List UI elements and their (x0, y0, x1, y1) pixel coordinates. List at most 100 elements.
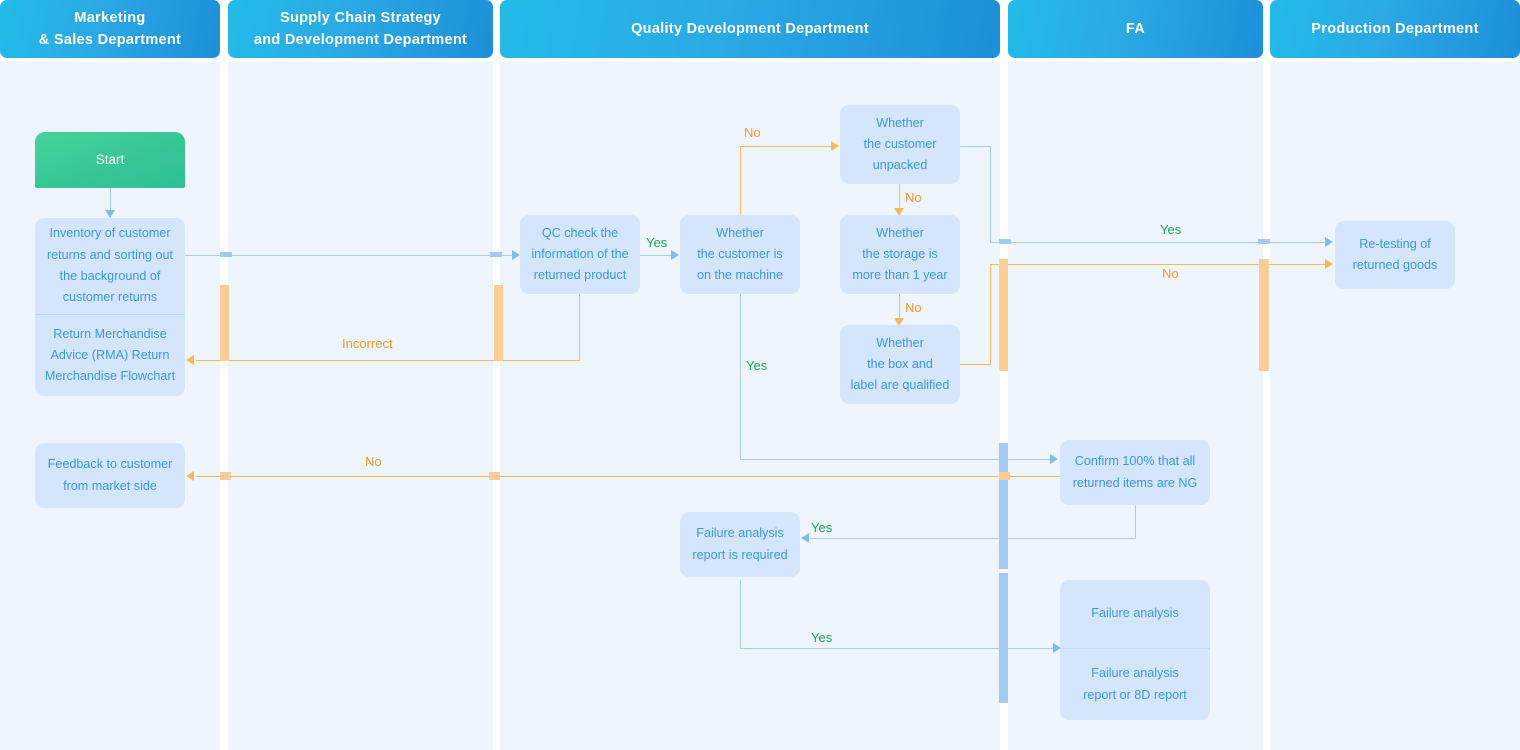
arrowhead-confirm-yes-to-fa-required (801, 533, 809, 543)
link-box-yes-right (959, 364, 990, 365)
node-label-line: from market side (63, 478, 157, 493)
node-whether-storage-more-than-1-year[interactable]: Whether the storage is more than 1 year (840, 215, 960, 294)
node-failure-analysis-group[interactable]: Failure analysis Failure analysis report… (1060, 580, 1210, 720)
lane-header-marketing[interactable]: Marketing & Sales Department (0, 0, 220, 58)
edge-label-fa-required-yes: Yes (811, 520, 833, 535)
lane-title-line: Quality Development Department (631, 21, 869, 37)
link-box-yes-up (990, 264, 991, 365)
lane-title-line: and Development Department (253, 32, 468, 48)
node-rma[interactable]: Return Merchandise Advice (RMA) Return M… (35, 314, 185, 396)
arrowhead-incorrect-to-rma (186, 355, 194, 365)
node-label-line: report or 8D report (1083, 687, 1187, 702)
node-start[interactable]: Start (35, 132, 185, 188)
node-label-line: unpacked (872, 158, 928, 173)
edge-label-machine-yes: Yes (746, 358, 768, 373)
link-qc-incorrect-left (196, 360, 580, 361)
lane-title-line: & Sales Department (38, 32, 182, 48)
lane-body-production (1270, 62, 1520, 750)
lane-header-production[interactable]: Production Department (1270, 0, 1520, 58)
node-label-line: Failure analysis (1091, 606, 1179, 621)
arrowhead-qc-to-machine (671, 250, 679, 260)
link-unpacked-no-down (899, 180, 900, 216)
link-no-to-feedback (196, 476, 1060, 477)
node-label-line: Whether (716, 225, 764, 240)
node-label-line: returned goods (1352, 258, 1438, 272)
arrowhead-storage-no (894, 318, 904, 326)
lane-title-line: Marketing (74, 10, 146, 26)
link-no-to-retest (990, 264, 1328, 265)
link-qc-to-machine (640, 255, 673, 256)
node-label: Start (95, 152, 125, 168)
node-label-line: Return Merchandise (53, 326, 167, 341)
node-label-line: Failure analysis (1091, 666, 1179, 681)
edge-label-unpacked-no: No (905, 190, 922, 205)
node-label-line: Advice (RMA) Return (50, 347, 170, 362)
lane-header-supply[interactable]: Supply Chain Strategy and Development De… (228, 0, 493, 58)
node-label-line: Re-testing of (1359, 236, 1431, 251)
lane-crossing-marker (999, 573, 1008, 703)
link-machine-no-up (740, 146, 741, 221)
link-machine-yes-right (740, 459, 1050, 460)
lane-body-supply (228, 62, 493, 750)
lane-crossing-marker (494, 285, 503, 361)
node-label-line: the background of (59, 269, 161, 283)
link-confirm-yes-left (810, 538, 1136, 539)
lane-title-line: Supply Chain Strategy (279, 10, 441, 26)
lane-crossing-marker (220, 472, 231, 480)
node-failure-analysis[interactable]: Failure analysis (1060, 580, 1210, 648)
lane-crossing-marker (220, 285, 229, 361)
arrowhead-no-to-retest (1325, 259, 1333, 269)
link-unpacked-yes-down (990, 146, 991, 242)
node-whether-customer-on-machine[interactable]: Whether the customer is on the machine (680, 215, 800, 294)
node-label-line: Confirm 100% that all (1074, 454, 1196, 469)
link-fa-required-down (740, 580, 741, 648)
lane-title-line: Production Department (1311, 21, 1479, 37)
node-label-line: Merchandise Flowchart (44, 369, 176, 384)
arrowhead-machine-no-to-unpacked (831, 141, 839, 151)
link-qc-incorrect-down (579, 290, 580, 360)
link-storage-no-down (899, 291, 900, 327)
node-qc-check[interactable]: QC check the information of the returned… (520, 215, 640, 294)
arrowhead-no-to-feedback (186, 471, 194, 481)
node-inventory[interactable]: Inventory of customer returns and sortin… (35, 218, 185, 314)
edge-label-retest-no: No (1162, 266, 1179, 281)
lane-crossing-marker (1259, 259, 1269, 371)
node-label-line: Inventory of customer (49, 226, 171, 241)
node-label-line: the storage is (862, 246, 938, 261)
node-inventory-and-rma[interactable]: Inventory of customer returns and sortin… (35, 218, 185, 396)
node-label-line: returned product (533, 268, 627, 283)
node-feedback-to-customer[interactable]: Feedback to customer from market side (35, 443, 185, 508)
node-label-line: more than 1 year (852, 268, 948, 283)
node-whether-box-and-label-qualified[interactable]: Whether the box and label are qualified (840, 325, 960, 404)
node-label-line: QC check the (541, 225, 619, 240)
node-label-line: Whether (876, 225, 924, 240)
lane-crossing-marker (999, 239, 1011, 244)
node-retesting-returned-goods[interactable]: Re-testing of returned goods (1335, 221, 1455, 289)
lane-title-line: FA (1125, 21, 1146, 37)
lane-crossing-marker (1258, 239, 1270, 244)
link-inventory-to-qc (185, 255, 519, 256)
node-label-line: the box and (867, 356, 933, 371)
arrowhead-unpacked-no (894, 208, 904, 216)
lane-crossing-marker (999, 511, 1008, 569)
edge-label-retest-yes: Yes (1160, 222, 1182, 237)
edge-label-machine-no: No (744, 125, 761, 140)
node-label-line: the customer is (697, 246, 783, 261)
lane-crossing-marker (999, 472, 1010, 480)
link-unpacked-yes-right (959, 146, 990, 147)
node-whether-customer-unpacked[interactable]: Whether the customer unpacked (840, 105, 960, 184)
edge-label-feedback-no: No (365, 454, 382, 469)
lane-header-quality[interactable]: Quality Development Department (500, 0, 1000, 58)
node-failure-analysis-report-required[interactable]: Failure analysis report is required (680, 512, 800, 577)
node-label-line: customer returns (62, 290, 158, 305)
node-confirm-returned-items-ng[interactable]: Confirm 100% that all returned items are… (1060, 440, 1210, 505)
edge-label-failure-yes: Yes (811, 630, 833, 645)
lane-header-fa[interactable]: FA (1008, 0, 1263, 58)
node-label-line: the customer (863, 136, 937, 151)
edge-label-storage-no: No (905, 300, 922, 315)
node-label-line: Failure analysis (696, 526, 784, 541)
node-label-line: report is required (692, 547, 788, 562)
link-yes-to-retest (990, 242, 1328, 243)
node-label-line: Whether (876, 115, 924, 130)
node-failure-analysis-report-8d[interactable]: Failure analysis report or 8D report (1060, 648, 1210, 720)
